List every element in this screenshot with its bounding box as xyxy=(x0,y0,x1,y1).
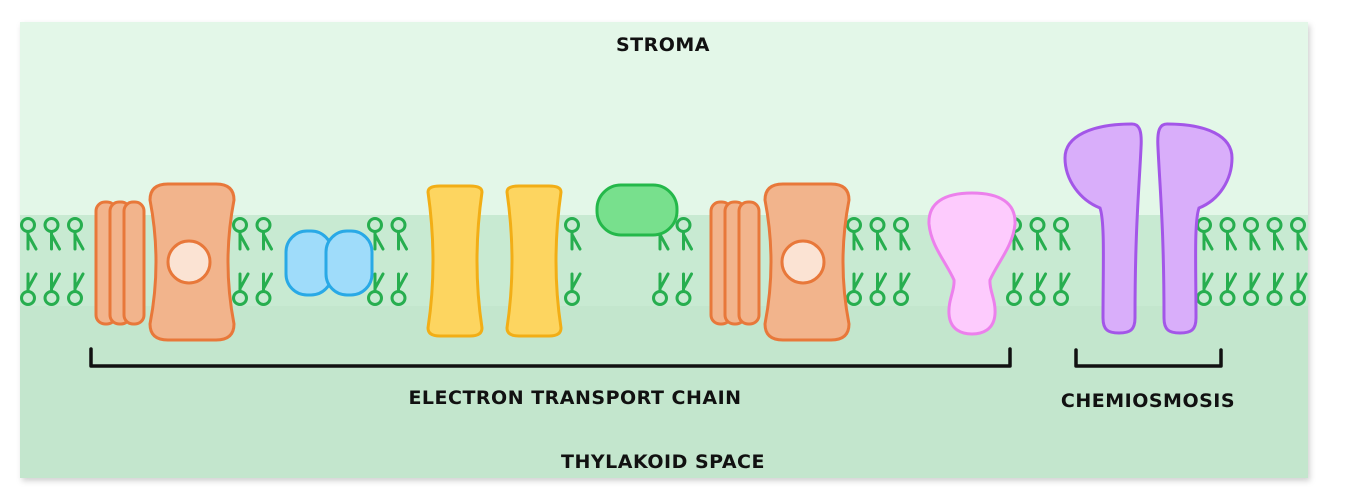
phospholipid xyxy=(1266,272,1284,306)
phospholipid xyxy=(675,272,693,306)
phospholipid xyxy=(846,217,864,251)
phospholipid xyxy=(43,272,61,306)
phospholipid xyxy=(232,217,250,251)
phospholipid xyxy=(390,272,408,306)
phospholipid xyxy=(20,272,38,306)
phospholipid xyxy=(67,217,85,251)
phospholipid xyxy=(20,217,38,251)
etc-bracket xyxy=(89,347,1012,368)
ferredoxin-reductase xyxy=(927,191,1017,336)
phospholipid xyxy=(1029,272,1047,306)
thylakoid-space-region xyxy=(20,306,1308,478)
phospholipid xyxy=(869,272,887,306)
cytochrome-complex xyxy=(426,184,563,338)
phospholipid xyxy=(43,217,61,251)
plastocyanin xyxy=(595,183,679,237)
plastoquinone xyxy=(284,229,374,297)
atp-synthase xyxy=(1063,122,1234,335)
phospholipid xyxy=(869,217,887,251)
phospholipid xyxy=(67,272,85,306)
phospholipid xyxy=(1053,217,1071,251)
phospholipid xyxy=(846,272,864,306)
phospholipid xyxy=(1196,272,1214,306)
phospholipid xyxy=(1290,217,1308,251)
phospholipid xyxy=(1243,272,1261,306)
phospholipid xyxy=(1029,217,1047,251)
stroma-label: STROMA xyxy=(616,34,710,56)
phospholipid xyxy=(232,272,250,306)
phospholipid xyxy=(367,272,385,306)
phospholipid xyxy=(564,217,582,251)
phospholipid xyxy=(675,217,693,251)
photosystem-i xyxy=(709,182,851,342)
chemiosmosis-bracket xyxy=(1074,348,1223,368)
phospholipid xyxy=(367,217,385,251)
lipid-bilayer xyxy=(20,217,1308,306)
phospholipid xyxy=(1266,217,1284,251)
chemiosmosis-label: CHEMIOSMOSIS xyxy=(1061,390,1235,412)
phospholipid xyxy=(652,272,670,306)
thylakoid-space-label: THYLAKOID SPACE xyxy=(561,451,765,473)
phospholipid xyxy=(390,217,408,251)
phospholipid xyxy=(1290,272,1308,306)
phospholipid xyxy=(893,217,911,251)
photosystem-ii xyxy=(94,182,236,342)
phospholipid xyxy=(1053,272,1071,306)
phospholipid xyxy=(1006,272,1024,306)
phospholipid xyxy=(1219,217,1237,251)
phospholipid xyxy=(893,272,911,306)
phospholipid xyxy=(1219,272,1237,306)
phospholipid xyxy=(255,217,273,251)
electron-transport-chain-label: ELECTRON TRANSPORT CHAIN xyxy=(408,387,741,409)
phospholipid xyxy=(255,272,273,306)
phospholipid xyxy=(1243,217,1261,251)
phospholipid xyxy=(564,272,582,306)
